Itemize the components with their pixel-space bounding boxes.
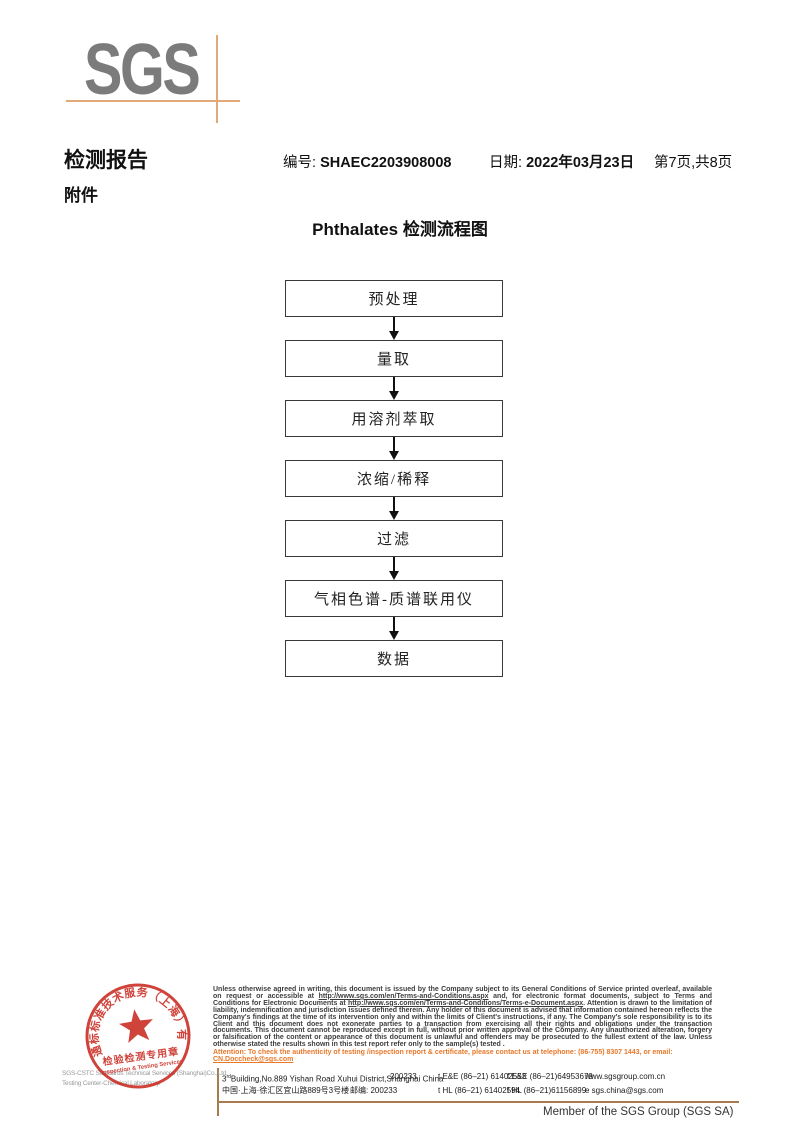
fax-en: f E&E (86–21)64953679: [507, 1072, 593, 1081]
website: www.sgsgroup.com.cn: [585, 1072, 666, 1081]
terms-link[interactable]: http://www.sgs.com/en/Terms-and-Conditio…: [318, 992, 489, 1000]
address-en-text: Building,No.889 Yishan Road Xuhui Distri…: [230, 1074, 444, 1084]
legal-text: . Attention is drawn to the limitation o…: [213, 999, 712, 1049]
footer-divider-horizontal: [218, 1101, 739, 1103]
logo-crosshair-horizontal: [66, 100, 240, 102]
attention-text: Attention: To check the authenticity of …: [213, 1049, 673, 1057]
flow-arrow-icon: [285, 437, 503, 460]
star-icon: [119, 1009, 153, 1044]
flow-step-data: 数据: [285, 640, 503, 677]
report-date-value: 2022年03月23日: [526, 155, 635, 171]
legal-text: and, for electronic format documents, su…: [213, 992, 713, 1007]
company-name-block: SGS-CSTC Standards Technical Services (S…: [62, 1069, 228, 1089]
address-cn: 中国·上海·徐汇区宜山路889号3号楼: [222, 1086, 350, 1095]
attention-notice: Attention: To check the authenticity of …: [213, 1049, 712, 1063]
address-en-number: 3: [222, 1074, 227, 1084]
logo-crosshair-vertical: [216, 35, 218, 123]
page-indicator: 第7页,共8页: [654, 155, 733, 171]
tel-cn: t HL (86–21) 61402594: [438, 1086, 520, 1095]
report-number-value: SHAEC2203908008: [320, 155, 452, 171]
flow-step-concentrate-dilute: 浓缩/稀释: [285, 460, 503, 497]
flow-step-gcms: 气相色谱-质谱联用仪: [285, 580, 503, 617]
report-number: 编号: SHAEC2203908008: [283, 151, 451, 172]
footer-legal-block: Unless otherwise agreed in writing, this…: [213, 986, 713, 1063]
tel-en: t E&E (86–21) 61402553: [438, 1072, 527, 1081]
page-title: 检测报告: [64, 149, 148, 172]
fax-cn: f HL (86–21)61156899: [507, 1086, 587, 1095]
stamp-ring: [85, 983, 191, 1089]
address-en: 3rdBuilding,No.889 Yishan Road Xuhui Dis…: [222, 1071, 443, 1086]
inspection-stamp: 通标标准技术服务（上海）有限公司 检验检测专用章 Inspection & Te…: [75, 973, 191, 1089]
terms-e-document-link[interactable]: http://www.sgs.com/en/Terms-and-Conditio…: [347, 999, 584, 1007]
flow-step-measure: 量取: [285, 340, 503, 377]
company-department: Testing Center-Chemical Laboratory.: [62, 1080, 161, 1087]
postcode-cn: 邮编: 200233: [350, 1086, 398, 1095]
report-date-label: 日期:: [489, 155, 527, 171]
flowchart-title: Phthalates 检测流程图: [312, 220, 488, 239]
flow-step-pretreatment: 预处理: [285, 280, 503, 317]
doccheck-email-link[interactable]: CN.Doccheck@sgs.com: [213, 1056, 294, 1064]
sgs-logo: SGS: [84, 30, 201, 110]
flow-step-solvent-extraction: 用溶剂萃取: [285, 400, 503, 437]
contact-email: e sgs.china@sgs.com: [585, 1086, 664, 1095]
address-en-ordinal: rd: [226, 1074, 231, 1080]
report-date: 日期: 2022年03月23日: [489, 151, 634, 172]
company-name-en: SGS-CSTC Standards Technical Services (S…: [62, 1070, 228, 1077]
flow-arrow-icon: [285, 617, 503, 640]
flow-step-filter: 过滤: [285, 520, 503, 557]
attachment-label: 附件: [64, 186, 98, 205]
flow-arrow-icon: [285, 317, 503, 340]
postcode-en: 200233: [390, 1072, 417, 1081]
flow-arrow-icon: [285, 557, 503, 580]
report-number-label: 编号:: [283, 155, 321, 171]
legal-text: Unless otherwise agreed in writing, this…: [213, 986, 712, 1000]
sgs-member-text: Member of the SGS Group (SGS SA): [543, 1106, 734, 1118]
legal-disclaimer: Unless otherwise agreed in writing, this…: [213, 986, 713, 1049]
flow-arrow-icon: [285, 377, 503, 400]
flowchart: 预处理 量取 用溶剂萃取 浓缩/稀释 过滤 气相色谱-质谱联用仪 数据: [285, 280, 503, 677]
flow-arrow-icon: [285, 497, 503, 520]
footer-divider-vertical: [217, 1068, 219, 1116]
